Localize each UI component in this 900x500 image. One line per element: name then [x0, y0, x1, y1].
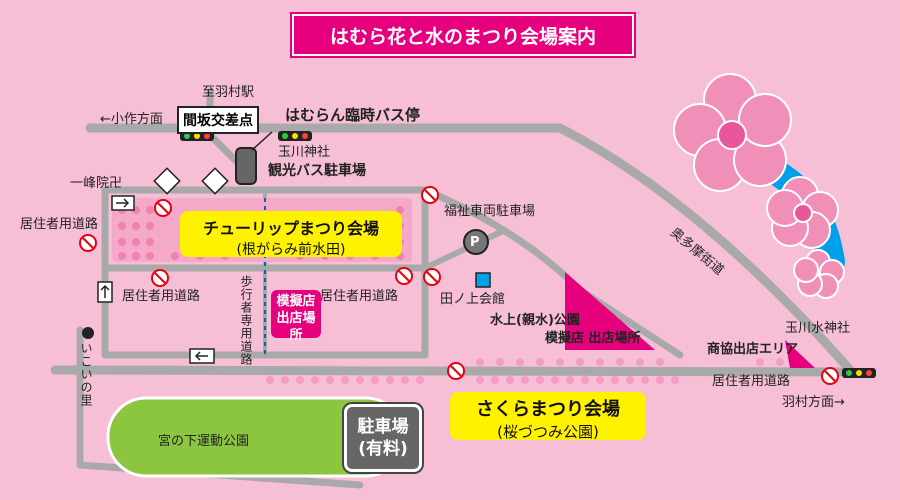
sakura-venue-subtitle: (桜づつみ公園) — [497, 423, 599, 441]
one-way-arrows — [97, 167, 229, 364]
traffic-light-icons — [180, 131, 876, 378]
ikoi-marker — [82, 327, 94, 339]
label-water-park: 水上(親水)公園 — [490, 313, 580, 328]
cherry-blossom-icon — [673, 73, 845, 299]
label-hamura-station: 至羽村駅 — [202, 85, 255, 100]
label-tamagawa-shrine: 玉川神社 — [278, 145, 331, 160]
mock-shop-left-line1: 模擬店 — [276, 294, 316, 309]
sakura-festival-venue: さくらまつり会場 (桜づつみ公園) — [450, 392, 646, 441]
shop-triangle-right — [785, 340, 815, 368]
label-resident-road-3: 居住者用道路 — [320, 289, 399, 304]
welfare-parking-symbol: P — [470, 235, 480, 250]
sakura-venue-title: さくらまつり会場 — [476, 399, 620, 420]
tulip-venue-subtitle: (根がらみ前水田) — [236, 242, 346, 258]
welfare-parking-icon — [463, 229, 489, 255]
tulip-festival-venue: チューリップまつり会場 (根がらみ前水田) — [180, 211, 402, 258]
tulip-venue-title: チューリップまつり会場 — [202, 219, 379, 238]
mock-shop-left-line2: 出店場所 — [276, 310, 316, 343]
label-sports-park: 宮の下運動公園 — [158, 434, 250, 449]
label-mock-shops-right: 模擬店 出店場所 — [545, 331, 641, 346]
label-ikoi-no-sato: いこいの里 — [79, 342, 93, 407]
tanoue-hall-icon — [475, 272, 491, 288]
label-ozaku-direction: ←小作方面 — [100, 112, 163, 127]
mock-shop-area-left: 模擬店 出店場所 — [271, 290, 321, 343]
label-bus-stop: はむらん臨時バス停 — [285, 106, 421, 124]
label-resident-road-2: 居住者用道路 — [122, 289, 201, 304]
label-welfare-parking: 福祉車両駐車場 — [444, 204, 536, 219]
no-entry-signs — [79, 186, 839, 385]
label-tanoue-hall: 田ノ上会館 — [440, 292, 506, 307]
label-tamamizu-shrine: 玉川水神社 — [785, 321, 851, 336]
label-mazaka-intersection: 間坂交差点 — [177, 106, 259, 134]
paid-parking: 駐車場 (有料) — [344, 404, 422, 472]
sakura-row — [266, 358, 784, 384]
shop-triangle-center — [565, 272, 655, 350]
label-resident-road-4: 居住者用道路 — [712, 374, 791, 389]
label-hamura-direction: 羽村方面→ — [782, 395, 845, 410]
label-pedestrian-only: 歩行者専用道路 — [239, 275, 253, 366]
label-resident-road-1: 居住者用道路 — [20, 217, 99, 232]
label-ichihoin: 一峰院卍 — [70, 176, 123, 191]
page-title: はむら花と水のまつり会場案内 — [292, 14, 634, 56]
parking-line1: 駐車場 — [357, 416, 409, 437]
label-tour-bus-parking: 観光バス駐車場 — [268, 163, 366, 179]
label-commerce-area: 商協出店エリア — [707, 342, 799, 357]
parking-line2: (有料) — [358, 439, 408, 459]
bus-stop-marker — [235, 147, 257, 185]
